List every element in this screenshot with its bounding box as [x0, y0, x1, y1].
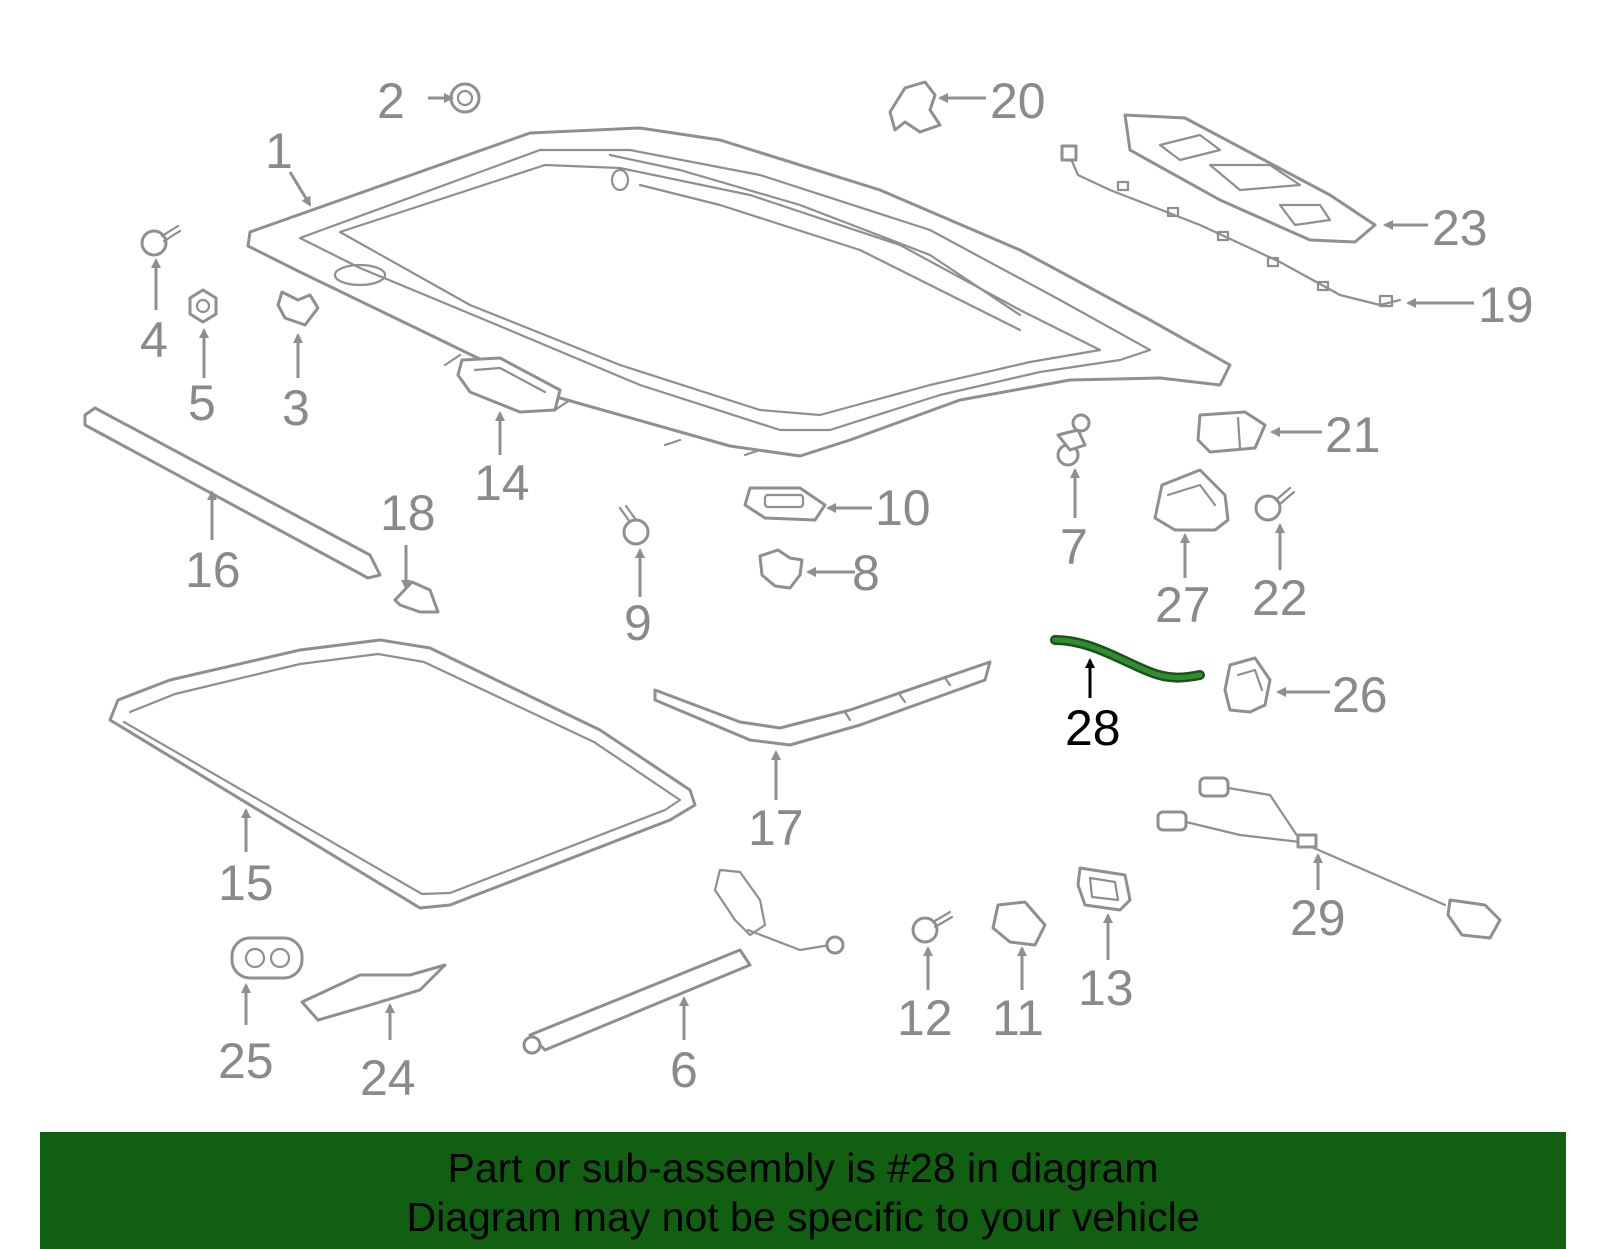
part-16-trim-strip	[83, 406, 382, 580]
label-9: 9	[624, 595, 652, 651]
callout-labels: 1 2 3 4 5 6 7 8 9 10 11 12 13 14 15 16 1…	[140, 73, 1534, 1106]
part-23-console-panel	[1123, 113, 1377, 244]
part-9-screw	[618, 504, 650, 546]
label-20: 20	[990, 73, 1046, 129]
part-12-screw	[911, 910, 954, 944]
part-27-lamp-housing	[1153, 468, 1230, 532]
label-4: 4	[140, 312, 168, 368]
label-16: 16	[185, 542, 241, 598]
label-1: 1	[265, 123, 293, 179]
part-3-clip	[276, 290, 320, 327]
label-5: 5	[188, 375, 216, 431]
label-13: 13	[1078, 960, 1134, 1016]
part-18-clip	[393, 580, 440, 614]
part-19-wire-harness	[1060, 144, 1402, 308]
label-14: 14	[474, 455, 530, 511]
label-18: 18	[380, 485, 436, 541]
part-1-headliner	[246, 126, 1232, 458]
label-26: 26	[1332, 667, 1388, 723]
label-7: 7	[1060, 519, 1088, 575]
label-25: 25	[218, 1033, 274, 1089]
part-20-bracket	[888, 80, 942, 134]
part-7-fastener	[1056, 413, 1091, 467]
part-24-trim-bracket	[300, 963, 447, 1022]
part-29-wire-harness	[1156, 776, 1502, 940]
part-15-seal	[108, 638, 697, 910]
label-12: 12	[897, 990, 953, 1046]
part-11-clip	[991, 900, 1047, 947]
label-3: 3	[282, 380, 310, 436]
label-11: 11	[992, 990, 1044, 1046]
part-8-clip	[758, 548, 804, 590]
part-10-retainer	[743, 486, 827, 522]
label-6: 6	[670, 1042, 698, 1098]
label-21: 21	[1325, 407, 1381, 463]
label-8: 8	[852, 545, 880, 601]
part-6-gas-strut	[522, 868, 845, 1055]
label-23: 23	[1432, 200, 1488, 256]
part-4-screw	[140, 224, 182, 257]
label-19: 19	[1478, 277, 1534, 333]
part-25-grommet	[230, 936, 304, 980]
label-10: 10	[875, 480, 931, 536]
part-17-trim	[653, 660, 992, 747]
label-28: 28	[1065, 700, 1121, 756]
label-15: 15	[218, 855, 274, 911]
part-14-handle	[456, 356, 562, 414]
info-banner: Part or sub-assembly is #28 in diagram D…	[40, 1132, 1566, 1249]
label-22: 22	[1252, 570, 1308, 626]
banner-line-disclaimer: Diagram may not be specific to your vehi…	[406, 1194, 1200, 1240]
part-21-sensor	[1196, 410, 1267, 454]
part-28-drain-hose	[1050, 635, 1205, 683]
label-17: 17	[748, 800, 804, 856]
part-13-bracket	[1076, 866, 1132, 912]
part-26-bracket	[1223, 656, 1272, 714]
part-5-nut	[188, 288, 218, 324]
label-29: 29	[1290, 890, 1346, 946]
part-22-screw	[1254, 486, 1296, 522]
leader-lines	[151, 93, 1474, 1040]
banner-line-part-number: Part or sub-assembly is #28 in diagram	[447, 1145, 1159, 1191]
label-2: 2	[377, 73, 405, 129]
part-2-clip	[449, 82, 481, 114]
label-27: 27	[1155, 577, 1211, 633]
label-24: 24	[360, 1050, 416, 1106]
